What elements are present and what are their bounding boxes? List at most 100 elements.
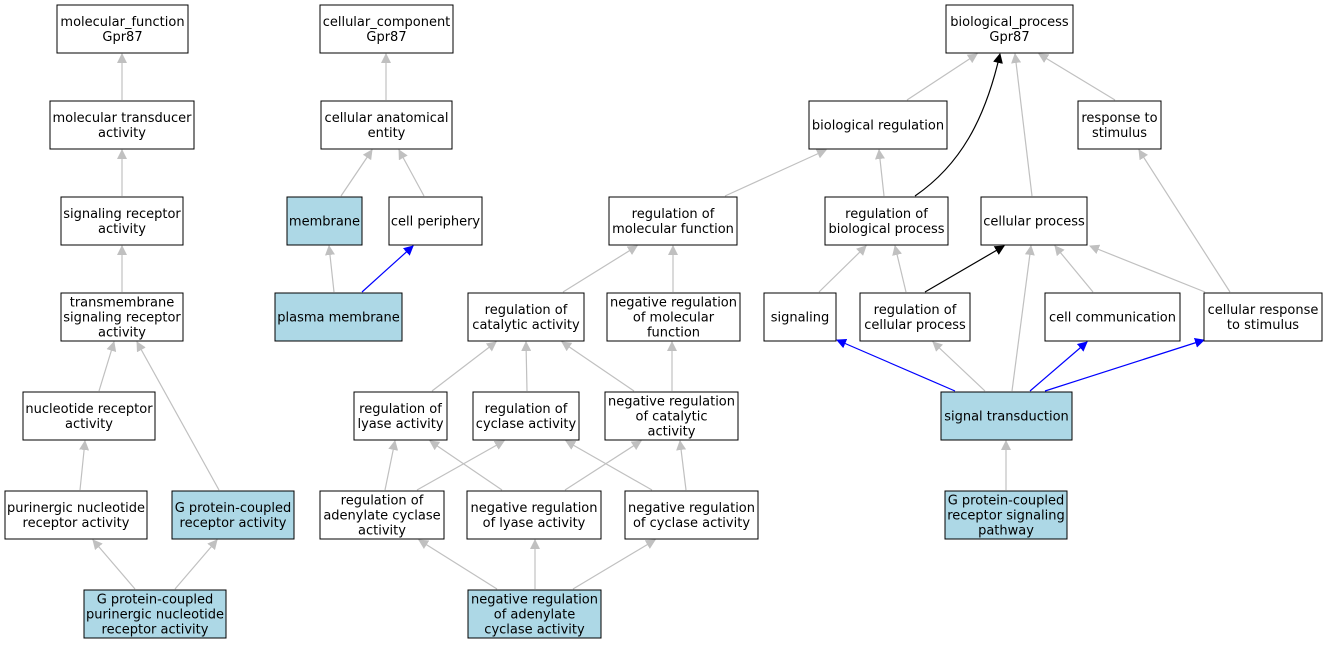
node-box <box>467 292 585 342</box>
node-label-line: cellular_component <box>323 15 451 30</box>
edge-plasma_membrane-to-membrane <box>325 245 335 293</box>
edge-cell_comm-to-cell_proc <box>1054 245 1094 293</box>
edges-layer <box>79 53 1231 590</box>
edge-sig_transduction-to-cell_comm <box>1029 341 1088 392</box>
node-label-line: negative regulation <box>608 395 735 410</box>
node-label-line: activity <box>98 126 146 141</box>
node-membrane[interactable]: membrane <box>286 196 363 246</box>
edge-sig_transduction-to-cell_proc <box>1011 245 1035 392</box>
edge-cell_periphery-to-cell_anat <box>398 149 425 197</box>
node-label-line: activity <box>648 425 696 440</box>
node-label-line: pathway <box>978 524 1034 539</box>
node-label-line: biological regulation <box>812 119 944 134</box>
node-plasma-membrane[interactable]: plasma membrane <box>274 292 403 342</box>
edge-sig_transduction-to-signaling <box>836 338 956 392</box>
node-box <box>940 391 1073 441</box>
node-label-line: of cyclase activity <box>633 516 750 531</box>
edge-neg_reg_cat-to-reg_cat <box>561 341 635 392</box>
node-label-line: regulation of <box>632 207 715 222</box>
node-label-line: Gpr87 <box>102 30 142 45</box>
node-box <box>56 4 189 54</box>
node-box <box>49 100 195 150</box>
edge-neg_reg_adenylate-to-neg_reg_cyclase <box>572 539 656 590</box>
node-box <box>171 490 295 540</box>
node-box <box>859 292 971 342</box>
node-cell-comm[interactable]: cell communication <box>1044 292 1181 342</box>
node-box <box>944 490 1068 540</box>
node-label-line: stimulus <box>1092 126 1147 141</box>
node-label-line: signaling receptor <box>63 311 181 326</box>
node-label-line: regulation of <box>359 402 442 417</box>
node-label-line: cellular response <box>1208 303 1319 318</box>
node-label-line: molecular transducer <box>52 111 192 126</box>
node-box <box>1203 292 1323 342</box>
node-cell-periphery[interactable]: cell periphery <box>388 196 483 246</box>
edge-reg_mol_func-to-bio_reg <box>724 149 827 197</box>
node-label-line: signaling receptor <box>63 207 181 222</box>
node-cell-proc[interactable]: cellular process <box>980 196 1088 246</box>
edge-neg_reg_lyase-to-neg_reg_cat <box>564 440 642 491</box>
node-label-line: cellular process <box>983 215 1085 230</box>
edge-gpcr_purinergic-to-gpcr_activity <box>174 539 218 590</box>
node-label-line: transmembrane <box>70 296 175 311</box>
edge-reg_lyase-to-reg_cat <box>431 341 497 392</box>
node-label-line: response to <box>1081 111 1157 126</box>
node-label-line: function <box>647 326 700 341</box>
node-label-line: membrane <box>289 215 360 230</box>
node-box <box>1044 292 1181 342</box>
edge-bio_reg-to-bp_root <box>906 53 978 101</box>
node-signaling[interactable]: signaling <box>763 292 837 342</box>
node-label-line: G protein-coupled <box>97 593 214 608</box>
node-label-line: biological process <box>828 222 944 237</box>
node-label-line: negative regulation <box>628 501 755 516</box>
node-label-line: cellular process <box>864 318 966 333</box>
edge-reg_cell_proc-to-cell_proc <box>924 245 1005 293</box>
node-label-line: molecular function <box>612 222 734 237</box>
edge-resp_stim-to-bp_root <box>1038 53 1116 101</box>
edge-reg_adenylate-to-reg_lyase <box>384 440 399 491</box>
node-label-line: cyclase activity <box>476 417 577 432</box>
node-box <box>22 391 156 441</box>
node-box <box>4 490 148 540</box>
node-label-line: to stimulus <box>1227 318 1299 333</box>
edge-neg_reg_adenylate-to-reg_adenylate <box>418 539 498 590</box>
node-box <box>467 589 602 639</box>
node-label-line: adenylate cyclase <box>323 509 440 524</box>
node-box <box>286 196 363 246</box>
edge-membrane-to-cell_anat <box>340 149 373 197</box>
node-bio-reg[interactable]: biological regulation <box>808 100 948 150</box>
node-label-line: purinergic nucleotide <box>7 501 145 516</box>
node-box <box>824 196 949 246</box>
node-sig-transduction[interactable]: signal transduction <box>940 391 1073 441</box>
node-box <box>320 100 453 150</box>
node-label-line: G protein-coupled <box>175 501 292 516</box>
node-label-line: molecular_function <box>60 15 184 30</box>
